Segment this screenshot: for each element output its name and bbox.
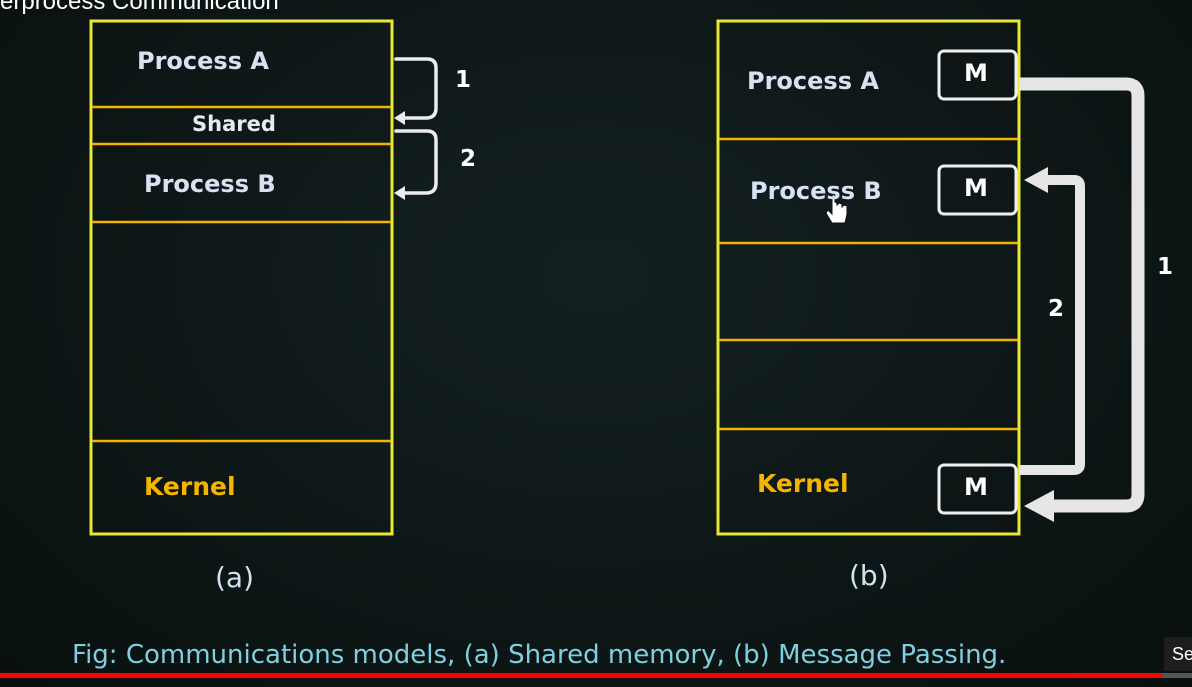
message-box-kernel	[937, 463, 1018, 515]
diagram-a-shared-label: Shared	[192, 112, 276, 136]
diagram-a-memory-layout	[89, 19, 438, 536]
diagram-b-arrow-1-head	[1024, 490, 1054, 522]
diagram-b-caption: (b)	[849, 559, 889, 592]
video-progress-bar[interactable]	[0, 673, 1192, 678]
diagram-b-process-a-label: Process A	[747, 67, 879, 95]
diagram-b-step-2-label: 2	[1048, 296, 1065, 322]
message-label-process-a: M	[964, 59, 988, 87]
diagram-a-step-1-label: 1	[455, 67, 472, 93]
corner-tag[interactable]: Se	[1164, 637, 1192, 671]
diagram-a-kernel-label: Kernel	[144, 472, 236, 501]
diagram-b-process-b-label: Process B	[750, 177, 882, 205]
diagram-a-process-a-label: Process A	[137, 47, 269, 75]
diagram-a-arrow-2-head	[394, 186, 405, 200]
diagram-a-arrow-1-head	[394, 111, 405, 125]
diagram-a-outer-box	[89, 19, 394, 536]
mouse-cursor-hand-icon	[825, 194, 848, 224]
diagram-a-caption: (a)	[215, 561, 255, 594]
diagram-b-arrow-2-head	[1024, 167, 1048, 193]
message-label-kernel: M	[964, 473, 988, 501]
diagram-b-outer-box	[716, 19, 1021, 536]
diagram-a-process-b-label: Process B	[144, 170, 276, 198]
diagram-b-arrow-1	[1019, 77, 1145, 513]
diagram-b-memory-layout	[716, 19, 1145, 536]
message-box-process-b	[937, 164, 1018, 216]
message-box-process-a	[937, 49, 1018, 101]
diagram-a-arrow-2	[394, 129, 438, 195]
diagram-a-step-2-label: 2	[460, 146, 477, 172]
diagram-b-arrow-2	[1019, 175, 1085, 475]
video-progress-fill	[0, 673, 1163, 678]
message-label-process-b: M	[964, 174, 988, 202]
diagram-a-arrow-1	[394, 57, 438, 120]
video-title: erprocess Communication	[0, 0, 279, 15]
diagram-b-kernel-label: Kernel	[757, 469, 849, 498]
figure-caption: Fig: Communications models, (a) Shared m…	[72, 640, 1007, 670]
diagram-b-step-1-label: 1	[1157, 254, 1174, 280]
